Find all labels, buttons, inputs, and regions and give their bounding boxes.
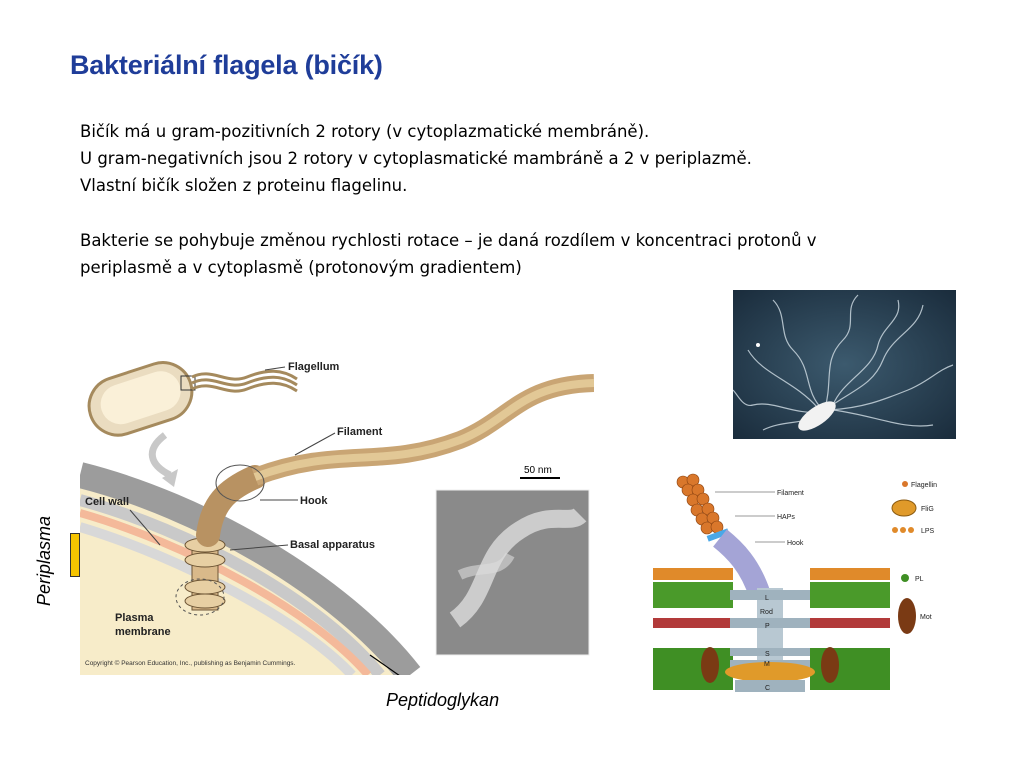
text-line: Bakterie se pohybuje změnou rychlosti ro… — [80, 231, 817, 250]
label-ring-p: P — [765, 623, 770, 630]
periplasma-marker — [70, 533, 80, 577]
outer-membrane — [653, 568, 890, 608]
text-line: U gram-negativních jsou 2 rotory v cytop… — [80, 149, 752, 168]
basal-rings — [701, 588, 839, 692]
micrograph-photo — [733, 290, 956, 439]
scale-bar-label: 50 nm — [524, 465, 552, 476]
slide-title: Bakteriální flagela (bičík) — [70, 50, 383, 80]
label-basal-apparatus: Basal apparatus — [290, 539, 375, 551]
peptidoglycan-layer-right — [810, 618, 890, 628]
label-hook-right: Hook — [787, 540, 804, 547]
text-line: Vlastní bičík složen z proteinu flagelin… — [80, 176, 408, 195]
legend: Flagellin FliG LPS PL Mot — [891, 481, 937, 634]
paragraph-rotors: Bičík má u gram-pozitivních 2 rotory (v … — [80, 118, 752, 199]
label-plasma: Plasma — [115, 612, 154, 624]
label-haps: HAPs — [777, 514, 795, 521]
label-ring-m: M — [764, 661, 770, 668]
label-cell-wall: Cell wall — [85, 496, 129, 508]
legend-flagellin: Flagellin — [911, 482, 937, 489]
copyright-text: Copyright © Pearson Education, Inc., pub… — [85, 659, 296, 667]
cell-icon — [87, 361, 298, 487]
label-ring-c: C — [765, 685, 770, 692]
text-line: periplasmě a v cytoplasmě (protonovým gr… — [80, 258, 522, 277]
label-periplasma: Periplasma — [34, 515, 54, 606]
inner-membrane-left — [653, 648, 733, 690]
em-inset: 50 nm — [435, 465, 590, 656]
label-membrane: membrane — [115, 626, 171, 638]
label-peptidoglykan: Peptidoglykan — [386, 690, 500, 710]
legend-flig: FliG — [921, 506, 934, 513]
paragraph-movement: Bakterie se pohybuje změnou rychlosti ro… — [80, 227, 817, 281]
label-ring-l: L — [765, 595, 769, 602]
label-ring-s: S — [765, 651, 770, 658]
legend-mot: Mot — [920, 614, 932, 621]
label-filament-right: Filament — [777, 490, 804, 497]
legend-lps: LPS — [921, 528, 935, 535]
label-flagellum: Flagellum — [288, 361, 340, 373]
peptidoglycan-layer-left — [653, 618, 733, 628]
flagellar-motor-schematic: Filament HAPs Hook L Rod P S M C Flagell… — [653, 473, 937, 692]
label-hook: Hook — [300, 495, 328, 507]
label-filament: Filament — [337, 426, 383, 438]
text-line: Bičík má u gram-pozitivních 2 rotory (v … — [80, 122, 650, 141]
flagellum-diagram: Flagellum Filament Hook Basal apparatus … — [80, 361, 594, 675]
legend-pl: PL — [915, 576, 924, 583]
label-rod: Rod — [760, 609, 773, 616]
